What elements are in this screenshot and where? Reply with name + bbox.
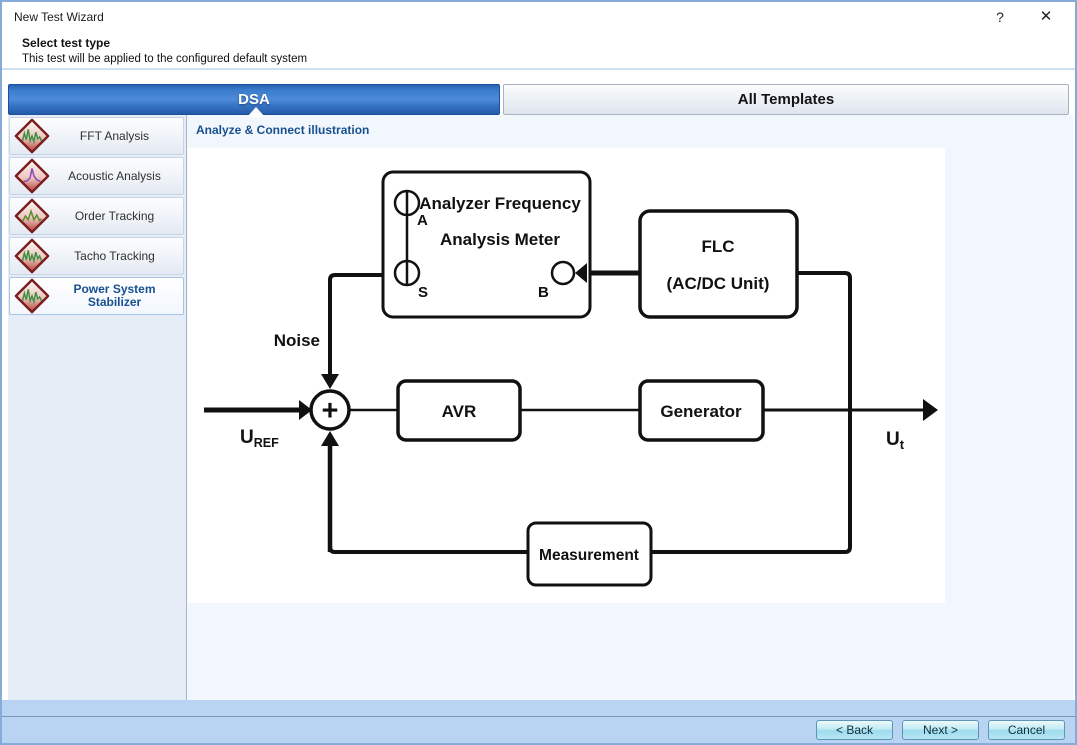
analyzer-block bbox=[381, 170, 592, 319]
back-button[interactable]: < Back bbox=[816, 720, 893, 740]
noise-arrowhead bbox=[321, 374, 339, 389]
plus-sign: + bbox=[322, 395, 339, 427]
diamond-spectrum-icon bbox=[10, 237, 54, 275]
footer-button-bar: < Back Next > Cancel bbox=[2, 717, 1075, 743]
analyzer-label-line2: Analysis Meter bbox=[440, 230, 560, 249]
title-bar: New Test Wizard ? ✕ bbox=[2, 2, 1075, 32]
avr-label: AVR bbox=[442, 402, 477, 421]
help-icon[interactable]: ? bbox=[996, 9, 1004, 25]
measurement-label: Measurement bbox=[539, 547, 639, 564]
sidebar-item-fft-analysis[interactable]: FFT Analysis bbox=[9, 117, 184, 155]
footer-spacer bbox=[2, 700, 1075, 716]
cancel-button[interactable]: Cancel bbox=[988, 720, 1065, 740]
sidebar-item-tacho-tracking[interactable]: Tacho Tracking bbox=[9, 237, 184, 275]
page-subtitle: This test will be applied to the configu… bbox=[22, 53, 308, 65]
port-b-circle bbox=[550, 260, 576, 286]
flc-block bbox=[638, 209, 799, 319]
flc-arrowhead bbox=[575, 263, 587, 283]
sidebar-item-order-tracking[interactable]: Order Tracking bbox=[9, 197, 184, 235]
diamond-spectrum-icon bbox=[10, 117, 54, 155]
diamond-spectrum-icon bbox=[10, 157, 54, 195]
noise-label: Noise bbox=[274, 331, 320, 350]
analyze-connect-illustration: + Analyzer Frequency Analysis Meter A S … bbox=[188, 148, 945, 603]
wizard-header: Select test type This test will be appli… bbox=[2, 32, 1075, 68]
port-a-label: A bbox=[417, 212, 428, 229]
diamond-spectrum-icon bbox=[10, 197, 54, 235]
generator-block bbox=[638, 379, 765, 442]
measurement-block bbox=[526, 521, 653, 587]
uref-arrowhead bbox=[299, 400, 312, 420]
header-divider bbox=[2, 68, 1075, 70]
flc-label-line1: FLC bbox=[701, 237, 734, 256]
main-panel: Analyze & Connect illustration bbox=[187, 115, 1073, 700]
analyzer-label-line1: Analyzer Frequency bbox=[419, 194, 581, 213]
page-title: Select test type bbox=[22, 36, 111, 50]
sidebar-item-label: Power System Stabilizer bbox=[73, 282, 156, 309]
selected-tab-pointer bbox=[247, 107, 265, 117]
port-b-label: B bbox=[538, 284, 549, 301]
sidebar-item-label: Order Tracking bbox=[74, 208, 155, 223]
sidebar-item-label: Acoustic Analysis bbox=[68, 168, 161, 183]
diamond-spectrum-icon bbox=[10, 277, 54, 315]
port-s-label: S bbox=[418, 284, 428, 301]
test-type-sidebar: FFT Analysis Acoustic Analysis Order Tra… bbox=[8, 115, 187, 700]
sidebar-item-acoustic-analysis[interactable]: Acoustic Analysis bbox=[9, 157, 184, 195]
ut-label: Ut bbox=[886, 429, 905, 452]
output-arrowhead bbox=[923, 399, 938, 421]
sidebar-item-label: FFT Analysis bbox=[79, 128, 150, 143]
uref-label: UREF bbox=[240, 427, 279, 450]
close-icon[interactable]: ✕ bbox=[1039, 8, 1053, 25]
generator-label: Generator bbox=[660, 402, 742, 421]
flc-label-line2: (AC/DC Unit) bbox=[667, 274, 770, 293]
feedback-arrowhead bbox=[321, 431, 339, 446]
next-button[interactable]: Next > bbox=[902, 720, 979, 740]
avr-block bbox=[396, 379, 522, 442]
sidebar-item-power-system-stabilizer[interactable]: Power System Stabilizer bbox=[9, 277, 184, 315]
footer-divider bbox=[2, 716, 1075, 717]
noise-injection-line bbox=[328, 273, 383, 376]
block-diagram: + Analyzer Frequency Analysis Meter A S … bbox=[204, 170, 938, 587]
sidebar-item-label: Tacho Tracking bbox=[74, 248, 155, 263]
tab-all-templates[interactable]: All Templates bbox=[503, 84, 1069, 115]
illustration-title: Analyze & Connect illustration bbox=[196, 123, 370, 137]
window-title: New Test Wizard bbox=[14, 10, 104, 24]
